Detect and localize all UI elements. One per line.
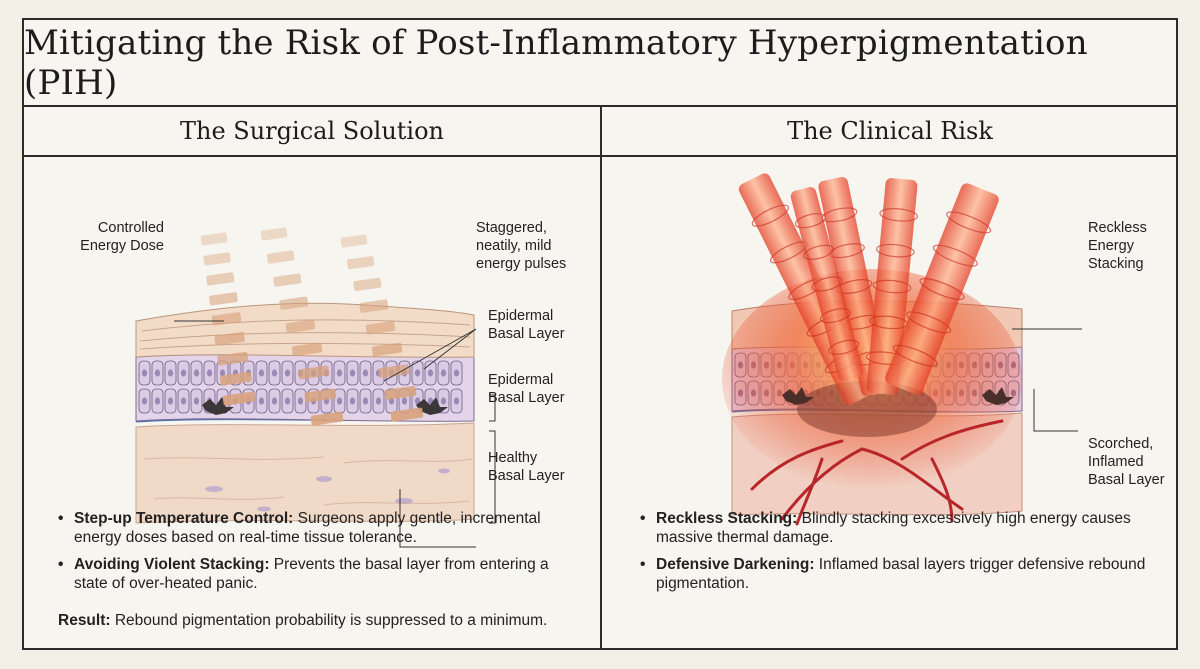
page-title: Mitigating the Risk of Post-Inflammatory… [24,22,1088,103]
surgical-bullets: Step-up Temperature Control: Surgeons ap… [58,509,578,601]
clinical-risk-header: The Clinical Risk [602,107,1178,157]
bullet-reckless-stacking: Reckless Stacking: Blindly stacking exce… [640,509,1160,547]
reckless-stacking-skin-illustration [722,173,1082,526]
reckless-energy-stacking-label: Reckless Energy Stacking [1088,220,1147,272]
infographic-frame: Mitigating the Risk of Post-Inflammatory… [22,18,1178,650]
epidermal-basal-layer-mid-label: Epidermal Basal Layer [488,372,565,406]
clinical-bullets: Reckless Stacking: Blindly stacking exce… [640,509,1160,601]
bullet-step-up: Step-up Temperature Control: Surgeons ap… [58,509,578,547]
bullet-defensive-darkening: Defensive Darkening: Inflamed basal laye… [640,555,1160,593]
surgical-solution-heading: The Surgical Solution [179,117,444,145]
surgical-solution-panel: The Surgical Solution [24,107,602,650]
controlled-energy-skin-illustration [135,227,496,548]
scorched-basal-layer-label: Scorched, Inflamed Basal Layer [1088,436,1165,488]
bullet-avoiding-stacking: Avoiding Violent Stacking: Prevents the … [58,555,578,593]
controlled-energy-dose-label: Controlled Energy Dose [80,220,164,254]
clinical-risk-heading: The Clinical Risk [787,117,993,145]
result-line: Result: Rebound pigmentation probability… [58,612,548,629]
healthy-basal-layer-label: Healthy Basal Layer [488,450,565,484]
epidermal-basal-layer-top-label: Epidermal Basal Layer [488,308,565,342]
surgical-solution-header: The Surgical Solution [24,107,600,157]
title-bar: Mitigating the Risk of Post-Inflammatory… [24,20,1176,107]
staggered-pulses-label: Staggered, neatily, mild energy pulses [476,220,567,272]
clinical-risk-panel: The Clinical Risk [602,107,1178,650]
